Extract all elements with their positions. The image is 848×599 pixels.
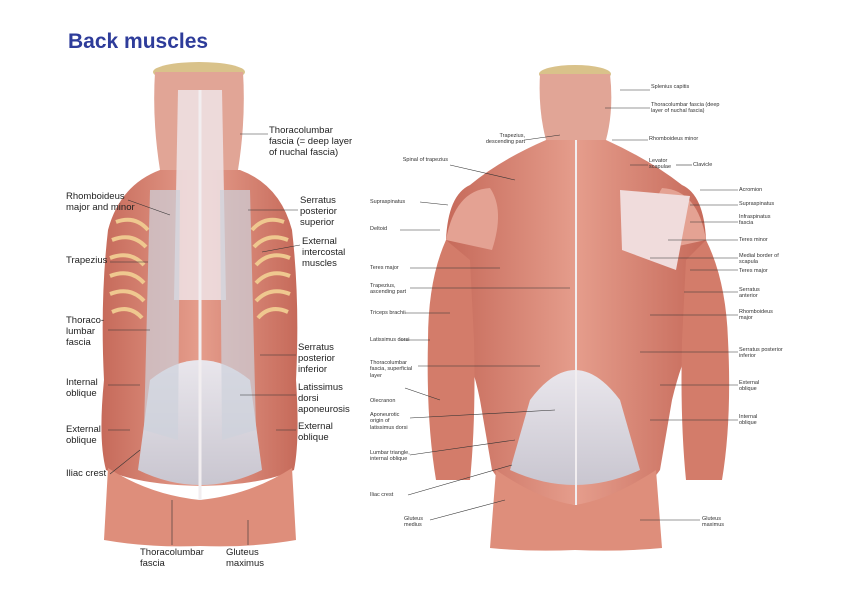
right-scapula-fascia	[620, 190, 690, 270]
label-infraspinatus-fascia: Infraspinatus fascia	[739, 214, 771, 227]
label-latissimus-dorsi: Latissimus dorsi	[370, 337, 410, 343]
label-rhomboideus: Rhomboideus major and minor	[66, 191, 135, 213]
label-gluteus-medius: Gluteus medius	[404, 516, 423, 529]
label-medial-border: Medial border of scapula	[739, 253, 779, 266]
right-deltoid-left	[446, 188, 499, 250]
label-gluteus-maximus-right: Gluteus maximus	[702, 516, 725, 529]
label-splenius: Splenius capitis	[651, 84, 690, 90]
label-internal-oblique: Internal oblique	[739, 414, 758, 427]
label-external-oblique: External oblique	[739, 380, 760, 393]
label-external-oblique-right: External oblique	[298, 421, 333, 443]
label-trapezius-ascending: Trapezius, ascending part	[370, 283, 407, 296]
page-title: Back muscles	[68, 30, 209, 53]
right-neck	[539, 74, 612, 140]
label-serratus-posterior-inferior: Serratus posterior inferior	[298, 342, 335, 375]
left-erector	[144, 190, 256, 440]
label-external-intercostal: External intercostal muscles	[302, 236, 346, 269]
label-thoracolumbar-fascia: Thoraco-lumbar fascia	[66, 315, 105, 348]
label-supraspinatus-right: Supraspinatus	[739, 201, 775, 207]
label-serratus-posterior-inf: Serratus posterior inferior	[739, 347, 783, 360]
right-left-arm	[427, 240, 475, 480]
label-lumbar-triangle: Lumbar triangle, internal oblique	[370, 450, 410, 463]
leader-lines	[108, 89, 738, 545]
label-internal-oblique: Internal oblique	[66, 377, 98, 399]
label-iliac-crest-right: Iliac crest	[370, 492, 394, 498]
right-right-arm	[681, 240, 730, 480]
label-supraspinatus: Supraspinatus	[370, 199, 406, 205]
label-levator-scapulae: Levator scapulae	[649, 158, 672, 171]
label-deltoid: Deltoid	[370, 226, 388, 232]
label-triceps-brachii: Triceps brachii	[370, 310, 406, 316]
label-clavicle: Clavicle	[693, 162, 713, 168]
label-thoracolumbar-bottom: Thoracolumbar fascia	[140, 547, 204, 569]
label-olecranon: Olecranon	[370, 398, 396, 404]
label-spinal-trapezius: Spinal of trapezius	[402, 157, 448, 163]
label-serratus-anterior: Serratus anterior	[739, 287, 760, 300]
label-thoracolumbar-deep: Thoracolumbar fascia (= deep layer of nu…	[269, 125, 353, 158]
label-iliac-crest-left: Iliac crest	[66, 468, 107, 479]
label-thoracolumbar-deep-right: Thoracolumbar fascia (deep layer of nuch…	[651, 102, 720, 115]
label-acromion: Acromion	[739, 187, 763, 193]
left-ribs	[109, 217, 291, 320]
left-back-figure	[101, 62, 298, 547]
label-aponeurotic-origin: Aponeurotic origin of latissimus dorsi	[370, 412, 408, 431]
label-latissimus-aponeurosis: Latissimus dorsi aponeurosis	[298, 382, 350, 415]
label-teres-minor: Teres minor	[739, 237, 768, 243]
right-buttocks	[490, 470, 662, 551]
label-rhomboideus-minor: Rhomboideus minor	[649, 136, 699, 142]
label-thoracolumbar-superficial: Thoracolumbar fascia, superficial layer	[370, 360, 413, 379]
label-trapezius: Trapezius	[66, 255, 108, 266]
label-gluteus-maximus-left: Gluteus maximus	[226, 547, 265, 569]
label-rhomboideus-major: Rhomboideus major	[739, 309, 773, 322]
label-teres-major: Teres major	[370, 265, 399, 271]
label-external-oblique-left: External oblique	[66, 424, 101, 446]
label-trapezius-descending: Trapezius, descending part	[485, 133, 525, 146]
label-teres-major-right: Teres major	[739, 268, 768, 274]
label-serratus-posterior-superior: Serratus posterior superior	[300, 195, 337, 228]
